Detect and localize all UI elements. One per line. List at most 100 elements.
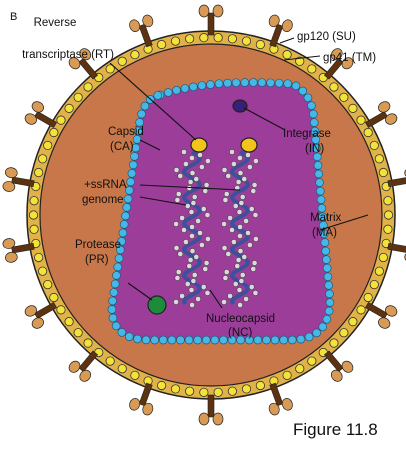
nucleocapsid-bead (221, 245, 228, 251)
nucleocapsid-bead (179, 293, 185, 299)
nucleocapsid-bead (241, 254, 248, 260)
nucleocapsid-bead (251, 182, 258, 188)
membrane-bead (374, 154, 384, 164)
nucleocapsid-bead (253, 158, 259, 164)
nucleocapsid-bead (173, 221, 179, 227)
capsid-bead (112, 271, 121, 280)
capsid-bead (141, 335, 151, 345)
nucleocapsid-label-line1: Nucleocapsid (206, 313, 275, 325)
capsid-bead (108, 296, 117, 306)
nucleocapsid-bead (199, 242, 205, 248)
spike (323, 48, 354, 80)
capsid-bead (270, 335, 280, 345)
membrane-bead (130, 370, 140, 380)
nucleocapsid-bead (175, 191, 182, 197)
spike (268, 382, 293, 416)
nucleocapsid-bead (179, 215, 185, 221)
capsid-bead-ring (107, 78, 335, 345)
nucleocapsid-bead (235, 257, 242, 263)
capsid-bead (122, 203, 132, 212)
membrane-bead (255, 39, 265, 50)
nucleocapsid-bead (183, 161, 189, 167)
membrane-bead (105, 64, 115, 74)
membrane-bead (34, 252, 44, 263)
capsid-label-line1: Capsid (108, 126, 144, 138)
capsid-bead (113, 262, 123, 272)
capsid-bead (314, 169, 324, 179)
nucleocapsid-bead (173, 299, 179, 305)
capsid-bead (312, 143, 321, 153)
capsid-bead (109, 288, 119, 297)
capsid-bead (311, 135, 321, 145)
spike (24, 301, 58, 329)
capsid-bead (322, 255, 331, 264)
membrane-bead (199, 33, 209, 43)
membrane-bead (64, 103, 74, 113)
capsid-bead (304, 332, 314, 342)
capsid-bead (140, 101, 150, 111)
nucleocapsid-bead (191, 272, 198, 278)
capsid-bead (315, 178, 324, 187)
membrane-bead (374, 266, 384, 276)
membrane-bead (329, 82, 339, 92)
capsid-bead (158, 335, 168, 345)
nucleocapsid-bead (193, 254, 200, 260)
reverse-transcriptase-protein-2 (240, 137, 258, 153)
capsid-bead (321, 246, 331, 256)
nucleocapsid-bead (231, 239, 237, 245)
capsid-bead (124, 332, 134, 341)
nucleocapsid-bead (188, 209, 195, 215)
rna-strand (181, 150, 203, 306)
membrane-bead (282, 370, 292, 380)
nucleocapsid-bead (235, 179, 242, 185)
capsid-bead (307, 101, 316, 111)
nucleocapsid-bead (173, 167, 180, 173)
membrane-bead (105, 356, 115, 366)
membrane-bead (378, 252, 388, 263)
capsid-bead (123, 194, 133, 204)
spike (2, 167, 35, 192)
nucleocapsid-bead (203, 260, 210, 266)
nucleocapsid-bead (197, 152, 203, 158)
capsid-bead (323, 272, 333, 282)
rna-strand (229, 150, 251, 306)
membrane-bead (117, 364, 127, 374)
nucleocapsid-bead (234, 263, 241, 269)
membrane-bead (170, 36, 181, 46)
capsid-bead (107, 305, 117, 314)
capsid-bead (176, 335, 185, 345)
spike (129, 14, 154, 48)
capsid-bead (257, 78, 267, 87)
capsid-bead (312, 152, 322, 162)
nucleocapsid-bead (243, 296, 249, 302)
nucleocapsid-bead (238, 200, 245, 206)
nucleocapsid-bead (177, 173, 184, 179)
membrane-bead (307, 356, 317, 366)
spike (129, 382, 154, 416)
panel-letter: B (10, 11, 17, 23)
capsid-bead (279, 335, 289, 345)
nucleocapsid-bead (184, 281, 191, 287)
membrane-bead (43, 140, 53, 151)
nucleocapsid-bead (250, 266, 257, 272)
nucleocapsid-bead (203, 182, 210, 188)
matrix-label-line1: Matrix (310, 212, 342, 224)
nucleocapsid-bead (174, 275, 181, 281)
nucleocapsid-bead (205, 158, 211, 164)
membrane-bead (29, 196, 39, 206)
capsid-bead (253, 335, 263, 345)
capsid-bead (322, 314, 332, 324)
gp120-label: gp120 (SU) (297, 31, 356, 43)
membrane-bead (348, 103, 358, 113)
capsid-bead (227, 335, 237, 345)
capsid-bead (324, 306, 334, 316)
nucleocapsid-bead (229, 149, 235, 155)
membrane-bead (28, 210, 39, 220)
capsid-bead (298, 86, 308, 96)
capsid-bead (150, 335, 160, 345)
nucleocapsid-bead (184, 203, 191, 209)
membrane-bead (73, 328, 83, 338)
membrane-bead (383, 196, 393, 206)
capsid-bead (130, 152, 139, 161)
nucleocapsid-bead (227, 293, 233, 299)
